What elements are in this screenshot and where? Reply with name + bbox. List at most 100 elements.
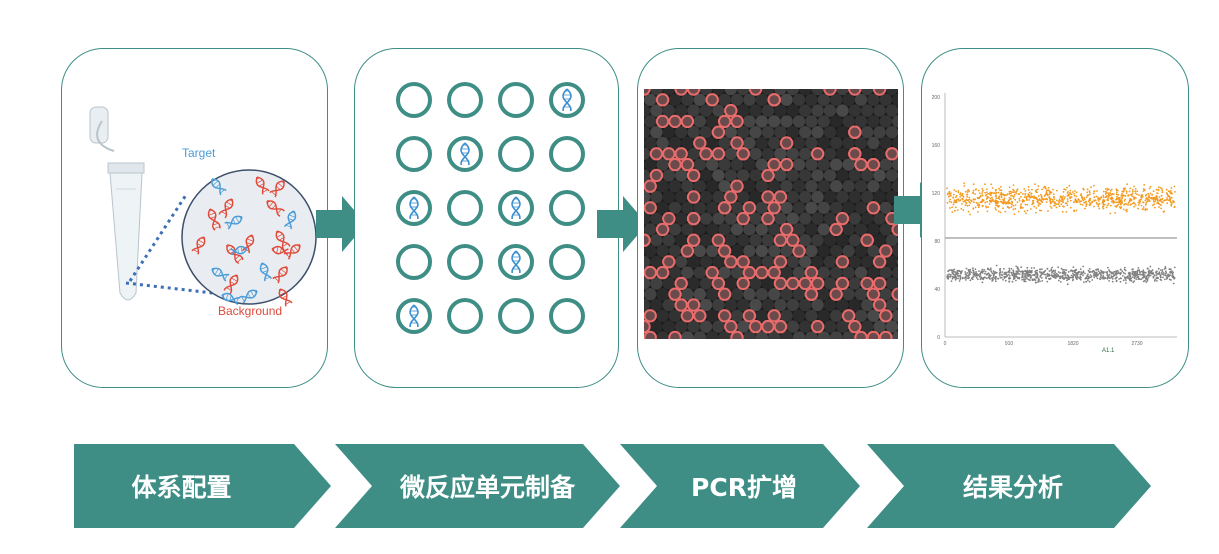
positive-droplet [724, 190, 738, 204]
positive-droplet [860, 233, 874, 247]
positive-droplet [848, 89, 862, 96]
positive-droplet [761, 190, 775, 204]
positive-droplet [724, 319, 738, 334]
positive-droplet [649, 147, 664, 161]
positive-droplet [767, 201, 781, 215]
panel-micro-units [354, 48, 619, 388]
positive-droplet [848, 147, 862, 161]
positive-droplet [699, 147, 713, 161]
positive-droplet [711, 276, 726, 291]
positive-droplet [798, 276, 812, 291]
positive-droplet [644, 319, 651, 334]
positive-droplet [717, 309, 732, 323]
positive-droplet [717, 114, 732, 129]
y-tick-label: 160 [932, 143, 941, 149]
positive-droplet [872, 89, 887, 96]
positive-droplet [823, 89, 837, 96]
positive-droplet [644, 89, 651, 96]
positive-droplet [786, 233, 800, 247]
panel-reaction-system: Target Background [61, 48, 328, 388]
positive-droplet [736, 147, 750, 161]
positive-droplet [779, 157, 794, 172]
positive-droplet [674, 89, 688, 96]
droplet-cell [498, 298, 534, 334]
dna-icon [223, 274, 239, 295]
positive-droplet [872, 276, 887, 291]
positive-droplet [742, 309, 757, 323]
y-tick-label: 120 [932, 191, 941, 197]
positive-droplet [644, 309, 657, 323]
positive-droplet [674, 276, 688, 291]
positive-droplet [786, 276, 800, 291]
step-label: 微反应单元制备 [399, 473, 575, 502]
positive-droplet [773, 319, 788, 334]
positive-droplet [668, 287, 682, 301]
dna-icon [272, 266, 288, 284]
dna-icon [275, 230, 291, 251]
positive-droplet [644, 330, 657, 339]
positive-droplet [644, 265, 657, 280]
positive-droplet [717, 287, 732, 301]
step-analysis: 结果分析 [867, 444, 1151, 528]
positive-droplet [736, 255, 750, 269]
positive-droplet [773, 233, 788, 247]
dna-icon [409, 196, 419, 220]
droplet-cell [549, 190, 585, 226]
positive-droplet [755, 265, 769, 280]
dna-icon [239, 289, 258, 304]
positive-droplet [686, 89, 701, 96]
positive-droplet [767, 309, 781, 323]
dna-icon [283, 244, 301, 260]
positive-droplet [810, 147, 825, 161]
positive-droplet [644, 201, 657, 215]
x-tick-label: 2730 [1131, 341, 1142, 347]
droplet-cell [498, 190, 534, 226]
positive-droplet [668, 330, 682, 339]
positive-droplet [854, 157, 868, 172]
tube-icon [89, 106, 145, 301]
droplet-cell [498, 136, 534, 172]
positive-droplet [872, 255, 887, 269]
droplet-cell [396, 82, 432, 118]
positive-droplet [711, 125, 726, 139]
step-label: PCR扩增 [691, 473, 797, 502]
positive-droplet [835, 255, 850, 269]
droplet-cell [396, 298, 432, 334]
tube-illustration [89, 106, 317, 307]
positive-droplet [693, 136, 707, 150]
dna-icon [269, 180, 285, 198]
positive-droplet [717, 201, 732, 215]
positive-droplet [835, 276, 850, 291]
positive-droplet [724, 255, 738, 269]
positive-droplet [761, 211, 775, 226]
step-label: 结果分析 [962, 473, 1063, 502]
positive-droplet [804, 287, 819, 301]
positive-droplet [736, 211, 750, 226]
positive-droplet [644, 179, 657, 193]
positive-droplet [767, 265, 781, 280]
positive-droplet [891, 287, 898, 301]
positive-droplet [848, 319, 862, 334]
dna-icon [271, 245, 289, 256]
positive-droplet [655, 265, 670, 280]
positive-droplet [705, 93, 719, 107]
x-tick-label: 0 [944, 341, 947, 347]
background-label: Background [218, 304, 283, 318]
step-label: 体系配置 [131, 473, 232, 502]
positive-droplet [680, 157, 695, 172]
positive-droplet [748, 319, 763, 334]
positive-droplet [779, 222, 794, 237]
positive-droplet [742, 265, 757, 280]
positive-droplet [717, 244, 732, 258]
droplet-cell [549, 136, 585, 172]
positive-droplet [680, 114, 695, 129]
positive-droplet [668, 157, 682, 172]
positive-droplet [686, 233, 701, 247]
dna-icon [221, 292, 241, 306]
positive-droplet [724, 103, 738, 118]
dna-icon [511, 196, 521, 220]
dna-icon [266, 200, 285, 217]
positive-droplet [761, 168, 775, 183]
y-tick-label: 0 [937, 335, 940, 341]
